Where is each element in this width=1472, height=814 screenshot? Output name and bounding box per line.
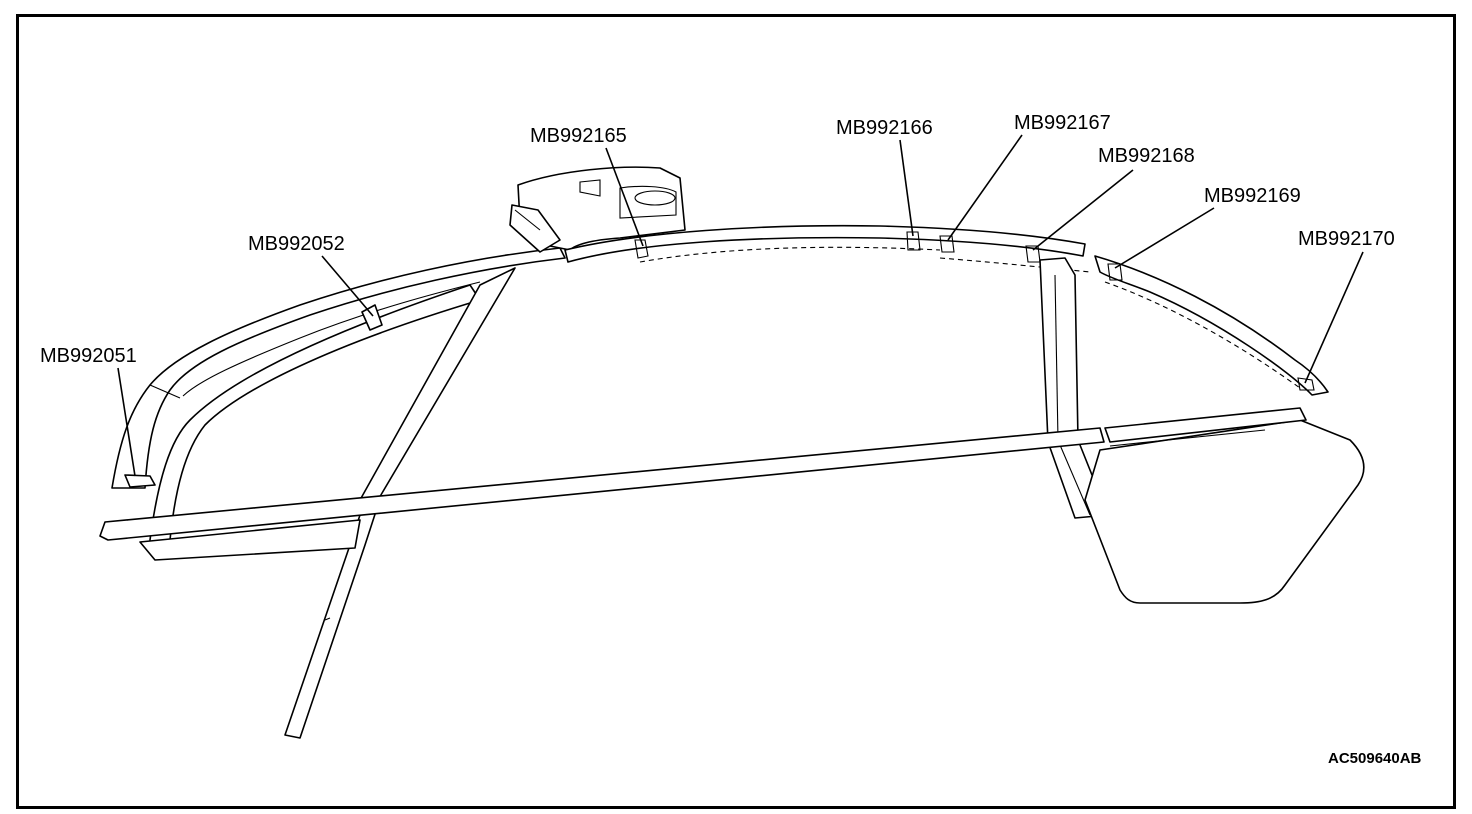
figure-id: AC509640AB <box>1328 750 1422 767</box>
label-mb992168: MB992168 <box>1098 145 1195 167</box>
leader-lines <box>117 134 1364 477</box>
label-mb992167: MB992167 <box>1014 112 1111 134</box>
label-mb992166: MB992166 <box>836 117 933 139</box>
rear-quarter-panel <box>1084 419 1365 604</box>
rear-roof-section <box>1094 255 1329 396</box>
label-mb992170: MB992170 <box>1298 228 1395 250</box>
roof-rail <box>564 224 1091 273</box>
front-pillar <box>111 247 566 489</box>
upper-trim-piece <box>509 166 686 253</box>
diagram-frame <box>16 14 1456 809</box>
label-mb992051: MB992051 <box>40 345 137 367</box>
label-mb992169: MB992169 <box>1204 185 1301 207</box>
label-mb992165: MB992165 <box>530 125 627 147</box>
sill-strip <box>99 407 1307 561</box>
clips <box>124 304 383 488</box>
label-mb992052: MB992052 <box>248 233 345 255</box>
